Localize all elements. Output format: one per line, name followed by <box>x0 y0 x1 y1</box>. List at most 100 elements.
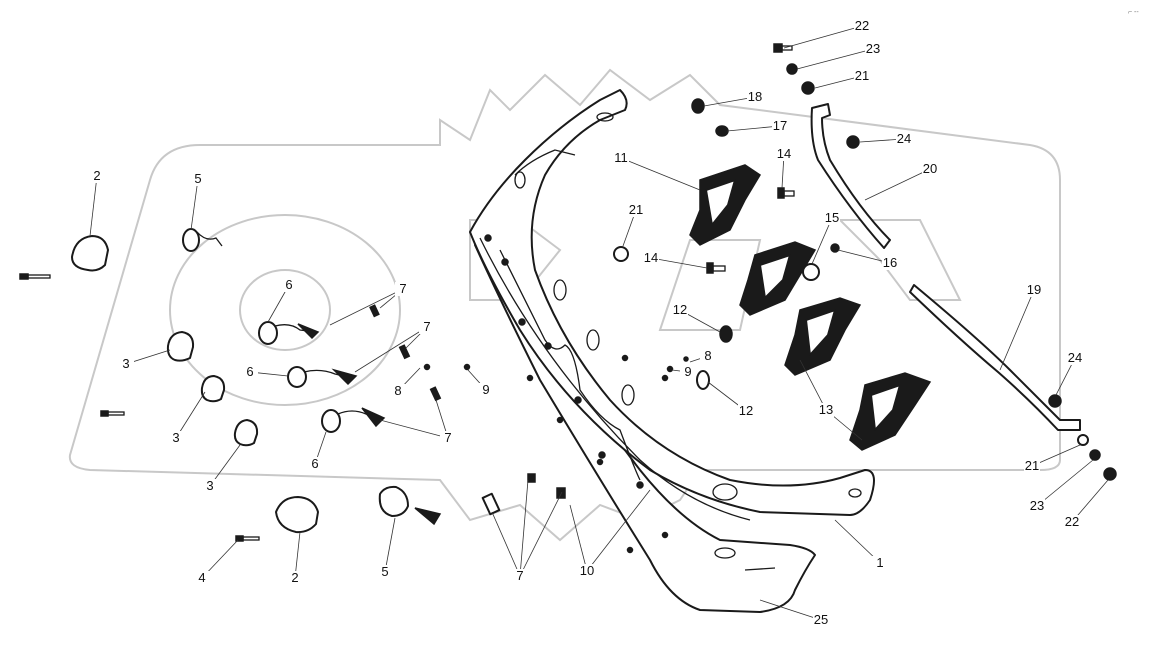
callout-bg <box>680 365 696 379</box>
callout-bg <box>1029 499 1045 513</box>
callout-16: 16 <box>883 255 897 270</box>
leader-line <box>354 326 428 373</box>
callout-13: 13 <box>819 402 833 417</box>
callout-bg <box>194 571 210 585</box>
cap-24-top <box>846 135 860 149</box>
leader-line <box>519 479 529 577</box>
leader-line <box>491 511 521 577</box>
callout-bg <box>190 172 206 186</box>
callout-bg <box>242 365 258 379</box>
callout-25: 25 <box>814 612 828 627</box>
clips-7-8-9 <box>369 304 689 516</box>
leader-line <box>703 96 756 107</box>
lamp-cover-3-mid <box>200 375 226 403</box>
callout-22: 22 <box>1065 514 1079 529</box>
callout-bg <box>377 565 393 579</box>
bracket-13b <box>784 297 862 376</box>
bracket-11 <box>689 164 762 246</box>
callout-bg <box>818 403 834 417</box>
callout-4: 4 <box>198 570 205 585</box>
callout-20: 20 <box>923 161 937 176</box>
lamp-6-bottom <box>321 407 386 433</box>
leader-line <box>379 419 449 439</box>
callout-24: 24 <box>897 131 911 146</box>
callout-11: 11 <box>614 150 628 165</box>
leader-line <box>569 504 588 572</box>
rod-20 <box>810 103 891 249</box>
bolt-14-mid <box>706 262 726 274</box>
callout-bg <box>747 90 763 104</box>
spacer-12-top <box>719 325 733 343</box>
callout-14: 14 <box>777 146 791 161</box>
callout-bg <box>854 69 870 83</box>
lamp-6-mid <box>287 366 358 388</box>
leader-line <box>726 125 781 132</box>
callout-bg <box>89 169 105 183</box>
bumper-holes <box>484 112 862 554</box>
leader-line <box>89 175 98 237</box>
lamp-housing-5-top <box>182 228 223 252</box>
leader-line <box>175 391 206 439</box>
lamp-cover-3-top <box>166 331 195 362</box>
callout-bg <box>772 119 788 133</box>
callout-5: 5 <box>194 171 201 186</box>
callout-23: 23 <box>1030 498 1044 513</box>
lamp-housing-5-bottom <box>378 485 442 526</box>
callout-24: 24 <box>1068 350 1082 365</box>
lamp-cover-2-top <box>71 235 109 272</box>
callout-19: 19 <box>1027 282 1041 297</box>
leader-line <box>864 168 931 201</box>
leader-line <box>586 489 651 572</box>
callout-bg <box>202 479 218 493</box>
callout-23: 23 <box>866 41 880 56</box>
callout-bg <box>1026 283 1042 297</box>
callout-bg <box>118 357 134 371</box>
leader-line <box>783 25 863 49</box>
callout-18: 18 <box>748 89 762 104</box>
leader-line <box>811 217 833 265</box>
leader-line <box>329 288 404 326</box>
callout-14: 14 <box>644 250 658 265</box>
callout-1: 1 <box>876 555 883 570</box>
leader-line <box>294 531 301 579</box>
bracket-13c <box>849 372 932 451</box>
corner-mark: ⌐ -- <box>1128 9 1139 16</box>
callout-3: 3 <box>206 478 213 493</box>
callout-bg <box>1024 459 1040 473</box>
leader-line <box>759 599 822 621</box>
bracket-13a <box>739 241 817 316</box>
callout-7: 7 <box>444 430 451 445</box>
washer-17 <box>715 125 729 137</box>
callout-9: 9 <box>684 364 691 379</box>
watermark-logo <box>68 68 1061 542</box>
leader-line <box>799 359 827 411</box>
callout-21: 21 <box>629 202 643 217</box>
callout-8: 8 <box>704 348 711 363</box>
nut-21-top <box>801 81 815 95</box>
callout-bg <box>281 278 297 292</box>
callout-bg <box>700 349 716 363</box>
callout-21: 21 <box>1025 458 1039 473</box>
callout-15: 15 <box>825 210 839 225</box>
leader-line <box>650 257 708 269</box>
callout-bg <box>512 569 528 583</box>
callout-bg <box>390 384 406 398</box>
lamp-cover-2-bottom <box>275 496 319 534</box>
callout-22: 22 <box>855 18 869 33</box>
screw-4-mid <box>100 410 125 417</box>
bolt-14-top <box>777 187 795 199</box>
callout-bg <box>882 256 898 270</box>
callout-bg <box>896 132 912 146</box>
callout-5: 5 <box>381 564 388 579</box>
lamp-cover-3-bottom <box>233 419 259 447</box>
callout-bg <box>307 457 323 471</box>
callout-7: 7 <box>423 319 430 334</box>
callout-bg <box>872 556 888 570</box>
callout-bg <box>613 151 629 165</box>
callout-2: 2 <box>291 570 298 585</box>
callout-bg <box>672 303 688 317</box>
callout-8: 8 <box>394 383 401 398</box>
callout-17: 17 <box>773 118 787 133</box>
callout-bg <box>922 162 938 176</box>
